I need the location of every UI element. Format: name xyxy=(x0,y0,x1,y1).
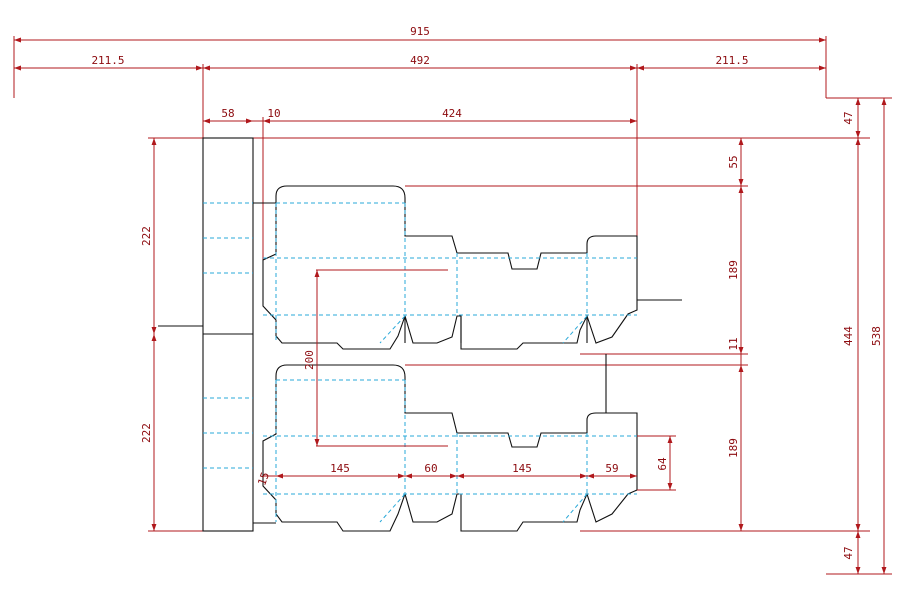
lower-blank-outline xyxy=(262,364,638,532)
tab-height-label: 64 xyxy=(656,457,669,471)
horizontal-dimensions xyxy=(13,36,827,260)
vertical-dimensions-left: 222 222 xyxy=(140,137,203,532)
panel-a-label: 145 xyxy=(330,462,350,475)
vertical-dimension-labels-right: 47 444 47 538 55 189 11 189 xyxy=(727,111,883,559)
upper-height-label: 189 xyxy=(727,260,740,280)
overall-width-label: 915 xyxy=(410,25,430,38)
lower-fold-d1 xyxy=(379,493,406,523)
vertical-dimensions-right xyxy=(203,97,892,575)
inner-height-label: 444 xyxy=(842,326,855,346)
upper-blank-outline xyxy=(262,185,638,350)
side-strip xyxy=(158,137,254,532)
die-width-label: 424 xyxy=(442,107,462,120)
panel-d-label: 59 xyxy=(605,462,618,475)
lower-box-blank xyxy=(253,354,638,532)
panel-height-label: 200 xyxy=(303,350,316,370)
right-margin-label: 211.5 xyxy=(715,54,748,67)
glue-tab-label: 15 xyxy=(255,470,272,487)
flap-width-label: 58 xyxy=(221,107,234,120)
strip-upper-label: 222 xyxy=(140,226,153,246)
spacing-label: 11 xyxy=(727,337,740,350)
strip-lower-label: 222 xyxy=(140,423,153,443)
lower-fold-d2 xyxy=(562,493,588,523)
top-offset-label: 55 xyxy=(727,155,740,168)
left-margin-label: 211.5 xyxy=(91,54,124,67)
horizontal-dimension-labels: 915 211.5 492 211.5 58 10 424 xyxy=(91,25,748,120)
top-margin-label: 47 xyxy=(842,111,855,124)
panel-b-label: 60 xyxy=(424,462,437,475)
upper-box-blank xyxy=(253,185,682,350)
lower-height-label: 189 xyxy=(727,438,740,458)
upper-fold-d1 xyxy=(379,315,406,344)
panel-c-label: 145 xyxy=(512,462,532,475)
inner-dimensions: 200 145 60 145 59 15 64 xyxy=(255,269,676,491)
overall-height-label: 538 xyxy=(870,326,883,346)
board-width-label: 492 xyxy=(410,54,430,67)
bottom-margin-label: 47 xyxy=(842,546,855,559)
gap-label: 10 xyxy=(267,107,280,120)
upper-fold-d2 xyxy=(562,315,588,344)
